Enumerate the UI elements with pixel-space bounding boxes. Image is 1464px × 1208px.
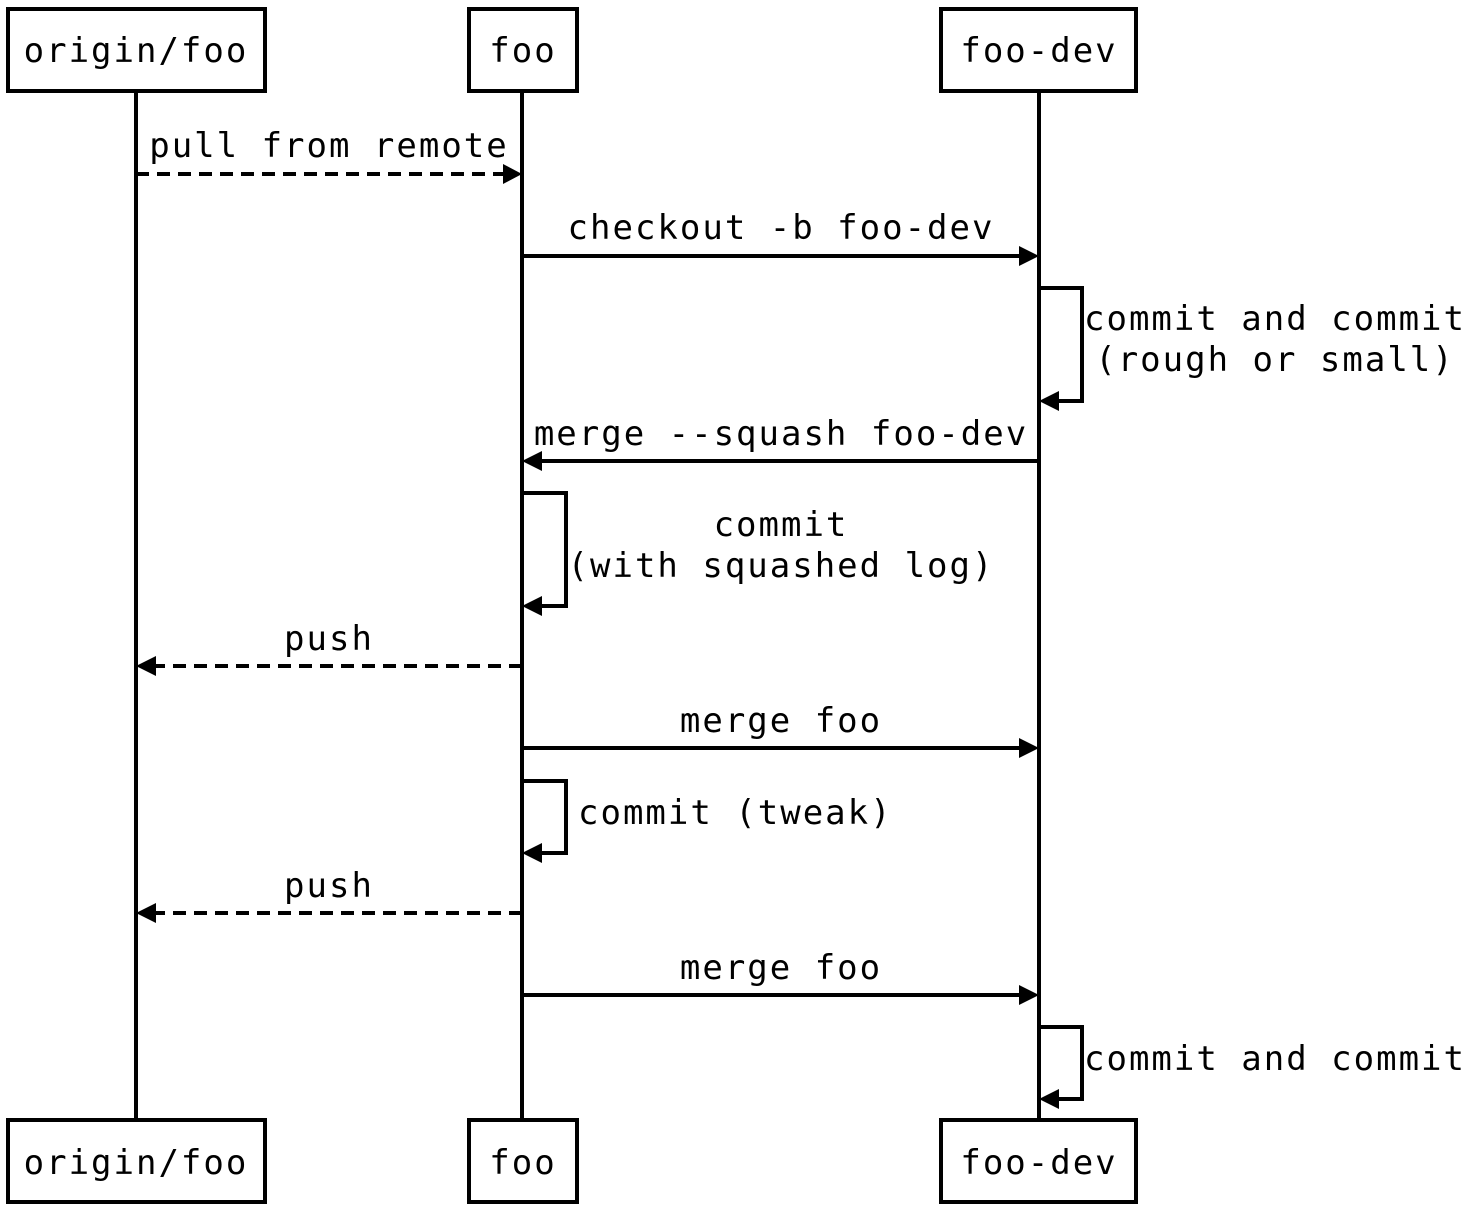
participant-top-foo-dev: foo-dev: [939, 7, 1138, 93]
participant-top-foo: foo: [467, 7, 579, 93]
message-label: merge foo: [680, 948, 882, 988]
participant-label: foo-dev: [960, 31, 1117, 71]
participant-label: foo: [489, 1143, 556, 1183]
message-self-commit-tweak: commit (tweak): [522, 779, 893, 863]
message-push-2: push: [136, 866, 522, 923]
participant-label: origin/foo: [24, 1143, 249, 1183]
message-label: commit and commit: [1084, 1039, 1464, 1079]
participant-bottom-foo: foo: [467, 1118, 579, 1204]
message-push-1: push: [136, 619, 522, 676]
participant-label: foo: [489, 31, 556, 71]
message-self-commit-foo-dev: commit and commit (rough or small): [1039, 286, 1464, 411]
message-checkout-foo-dev: checkout -b foo-dev: [522, 208, 1039, 266]
message-label: push: [284, 866, 374, 906]
message-label: merge --squash foo-dev: [534, 414, 1028, 454]
message-label: checkout -b foo-dev: [568, 208, 995, 248]
participant-label: foo-dev: [960, 1143, 1117, 1183]
message-self-commit-squashed: commit (with squashed log): [522, 491, 995, 616]
message-merge-foo-1: merge foo: [522, 701, 1039, 758]
message-label: commit (tweak): [578, 793, 893, 833]
message-pull-from-remote: pull from remote: [136, 126, 522, 184]
message-label: (with squashed log): [568, 546, 995, 586]
message-merge-squash: merge --squash foo-dev: [522, 414, 1039, 471]
participant-bottom-origin-foo: origin/foo: [6, 1118, 267, 1204]
message-self-commit-foo-dev-2: commit and commit: [1039, 1025, 1464, 1109]
message-label: pull from remote: [149, 126, 509, 166]
message-label: commit: [714, 505, 849, 545]
message-label: commit and commit: [1084, 299, 1464, 339]
message-label: push: [284, 619, 374, 659]
participant-top-origin-foo: origin/foo: [6, 7, 267, 93]
participant-bottom-foo-dev: foo-dev: [939, 1118, 1138, 1204]
message-label: (rough or small): [1095, 340, 1455, 380]
participant-label: origin/foo: [24, 31, 249, 71]
message-label: merge foo: [680, 701, 882, 741]
message-merge-foo-2: merge foo: [522, 948, 1039, 1005]
